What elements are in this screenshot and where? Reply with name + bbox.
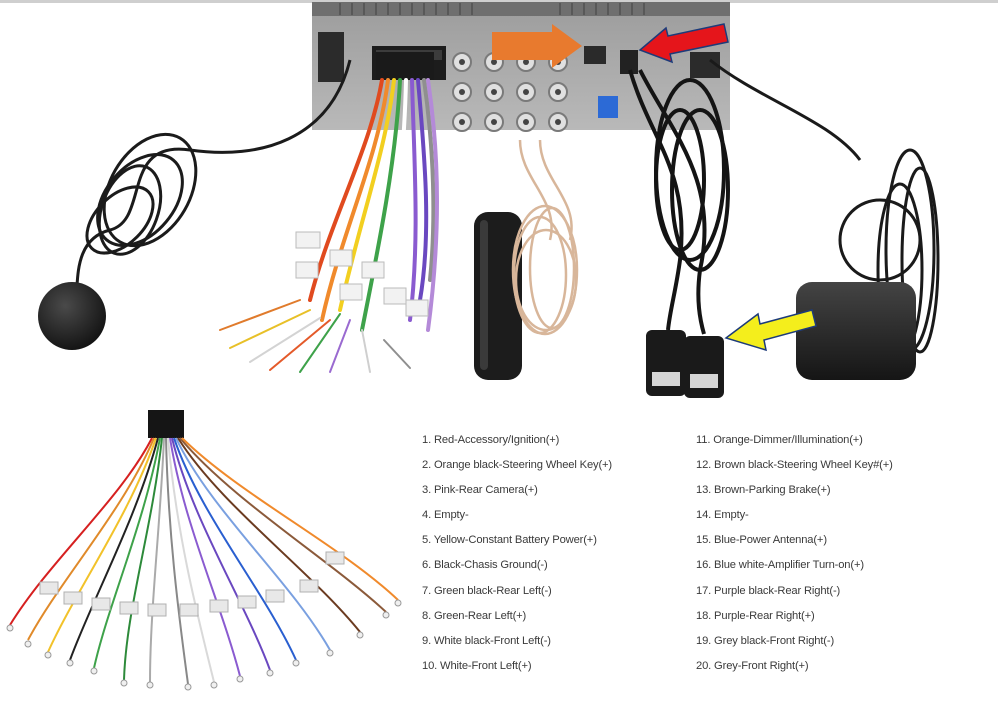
wire-label-5: 5. Yellow-Constant Battery Power(+) — [422, 534, 597, 547]
wire-label-13: 13. Brown-Parking Brake(+) — [696, 484, 831, 497]
wire-label-18: 18. Purple-Rear Right(+) — [696, 609, 815, 622]
wiring-legend-left: 1. Red-Accessory/Ignition(+) 2. Orange b… — [422, 432, 612, 683]
red-arrow-icon — [638, 23, 729, 64]
yellow-arrow-icon — [724, 309, 817, 352]
wire-label-7: 7. Green black-Rear Left(-) — [422, 584, 552, 597]
wire-label-17: 17. Purple black-Rear Right(-) — [696, 584, 841, 597]
wire-label-9: 9. White black-Front Left(-) — [422, 634, 551, 647]
wire-label-20: 20. Grey-Front Right(+) — [696, 659, 809, 672]
wire-label-19: 19. Grey black-Front Right(-) — [696, 634, 835, 647]
wire-label-8: 8. Green-Rear Left(+) — [422, 609, 527, 622]
rca-cable — [511, 139, 579, 336]
harness-diagram — [6, 410, 402, 691]
wire-label-2: 2. Orange black-Steering Wheel Key(+) — [422, 459, 613, 472]
orange-arrow-icon — [492, 24, 582, 68]
wire-label-1: 1. Red-Accessory/Ignition(+) — [422, 434, 560, 446]
wire-label-12: 12. Brown black-Steering Wheel Key#(+) — [696, 459, 893, 472]
wire-label-3: 3. Pink-Rear Camera(+) — [422, 484, 538, 497]
wire-label-14: 14. Empty- — [696, 509, 749, 522]
antenna-adapter — [474, 212, 522, 380]
usb-cables — [628, 69, 730, 398]
wire-label-10: 10. White-Front Left(+) — [422, 659, 532, 672]
microphone — [38, 59, 352, 350]
wiring-legend-right: 11. Orange-Dimmer/Illumination(+) 12. Br… — [696, 432, 893, 683]
wire-label-15: 15. Blue-Power Antenna(+) — [696, 534, 827, 547]
gps-antenna — [709, 58, 940, 380]
wire-label-11: 11. Orange-Dimmer/Illumination(+) — [696, 434, 863, 446]
wire-label-4: 4. Empty- — [422, 509, 469, 522]
wire-label-6: 6. Black-Chasis Ground(-) — [422, 559, 548, 572]
wire-label-16: 16. Blue white-Amplifier Turn-on(+) — [696, 559, 864, 572]
power-harness — [219, 52, 439, 373]
